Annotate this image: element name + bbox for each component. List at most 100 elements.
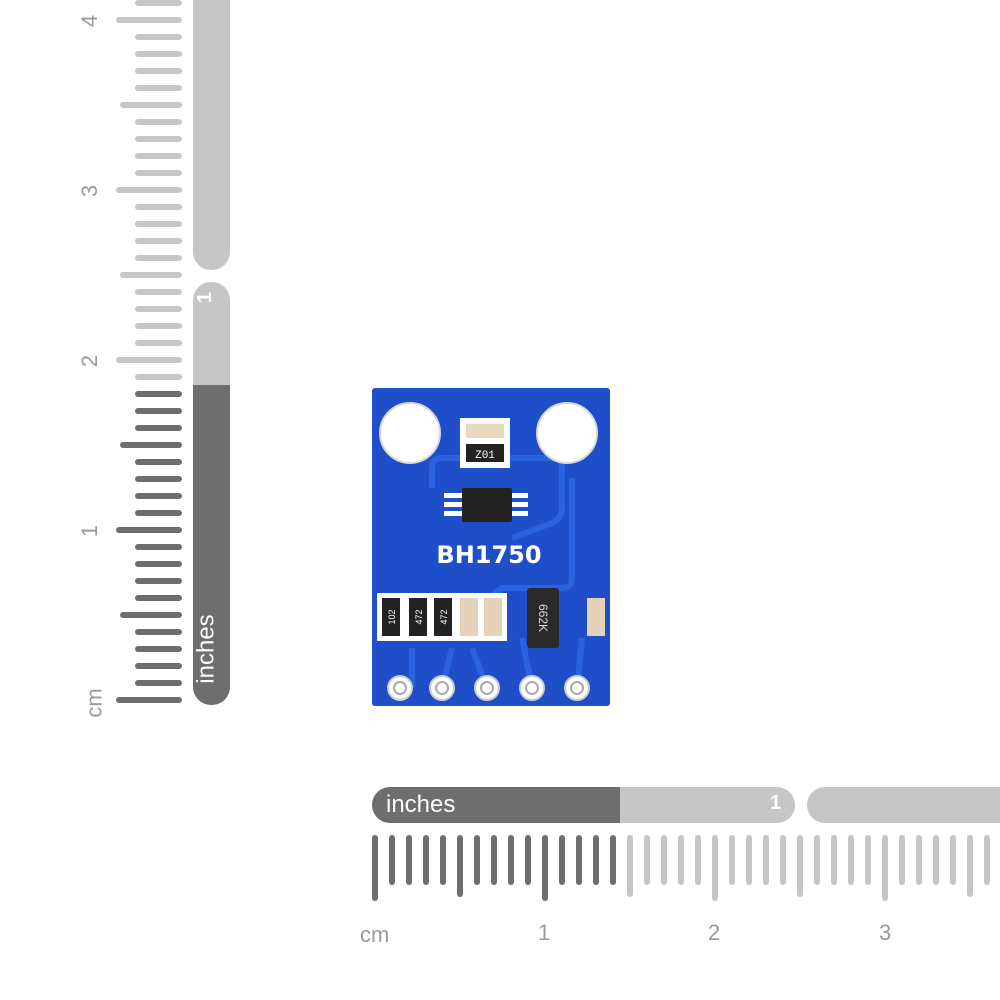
ruler-tick xyxy=(135,34,182,40)
left-inch-label-1: 1 xyxy=(194,291,217,304)
bottom-cm-label-3: 3 xyxy=(879,920,892,945)
ruler-tick xyxy=(135,459,182,465)
ruler-tick xyxy=(116,527,182,533)
left-cm-label-1: 1 xyxy=(77,524,103,538)
ruler-tick xyxy=(135,510,182,516)
ruler-tick xyxy=(542,835,548,901)
bottom-inch-bar-light-right xyxy=(807,787,1000,823)
left-inch-bar-light-top xyxy=(193,0,230,270)
ruler-tick xyxy=(950,835,956,885)
ruler-tick xyxy=(644,835,650,885)
ruler-tick xyxy=(135,425,182,431)
left-inch-bar-dark xyxy=(193,385,230,705)
resistors xyxy=(382,598,605,636)
ruler-tick xyxy=(120,272,182,278)
ruler-tick xyxy=(135,51,182,57)
left-cm-label-4: 4 xyxy=(77,14,103,28)
ruler-tick xyxy=(135,204,182,210)
label-662k: 662K xyxy=(536,604,550,632)
ruler-tick xyxy=(116,697,182,703)
ruler-tick xyxy=(135,646,182,652)
ruler-tick xyxy=(491,835,497,885)
ruler-tick xyxy=(135,408,182,414)
mounting-holes xyxy=(379,402,598,464)
ruler-tick xyxy=(135,221,182,227)
ruler-tick xyxy=(135,255,182,261)
ruler-tick xyxy=(610,835,616,885)
ruler-tick xyxy=(135,680,182,686)
left-inch-unit-label: inches xyxy=(192,614,220,684)
ruler-tick xyxy=(135,153,182,159)
ruler-tick xyxy=(135,544,182,550)
ruler-tick xyxy=(120,612,182,618)
ruler-tick xyxy=(116,187,182,193)
ruler-tick xyxy=(135,391,182,397)
ruler-tick xyxy=(525,835,531,885)
ruler-tick xyxy=(695,835,701,885)
label-472-a: 472 xyxy=(414,609,424,624)
bottom-inch-label-1: 1 xyxy=(770,792,782,814)
ruler-tick xyxy=(763,835,769,885)
ruler-tick xyxy=(135,476,182,482)
ruler-tick xyxy=(712,835,718,901)
ruler-tick xyxy=(661,835,667,885)
ruler-tick xyxy=(120,102,182,108)
ruler-tick xyxy=(135,0,182,6)
label-472-b: 472 xyxy=(439,609,449,624)
transistor xyxy=(527,588,559,648)
bottom-cm-label-1: 1 xyxy=(538,920,551,945)
ruler-tick xyxy=(967,835,973,897)
bottom-ruler: inches 1 cm 1 2 3 xyxy=(0,770,1000,970)
ruler-tick xyxy=(406,835,412,885)
chip-name-silkscreen: BH1750 xyxy=(436,541,541,569)
ruler-tick xyxy=(780,835,786,885)
sensor-chip xyxy=(444,488,528,522)
left-ruler: 1 inches cm 1 2 3 4 xyxy=(0,0,240,720)
ruler-tick xyxy=(814,835,820,885)
ruler-tick xyxy=(135,170,182,176)
bottom-inch-bar-dark xyxy=(372,787,622,823)
ruler-tick xyxy=(678,835,684,885)
left-cm-unit-label: cm xyxy=(81,688,107,718)
left-inch-bar-light xyxy=(193,282,230,392)
ruler-tick xyxy=(933,835,939,885)
ruler-tick xyxy=(135,238,182,244)
ruler-tick xyxy=(120,442,182,448)
ruler-tick xyxy=(116,17,182,23)
left-cm-label-2: 2 xyxy=(77,354,103,368)
ruler-tick xyxy=(423,835,429,885)
header-pins xyxy=(387,675,590,701)
label-z01: Z01 xyxy=(475,450,495,462)
ruler-tick xyxy=(882,835,888,901)
ruler-tick xyxy=(135,306,182,312)
ruler-tick xyxy=(135,85,182,91)
ruler-tick xyxy=(984,835,990,885)
ruler-tick xyxy=(135,68,182,74)
ruler-tick xyxy=(457,835,463,897)
ruler-tick xyxy=(848,835,854,885)
ruler-tick xyxy=(440,835,446,885)
ruler-tick xyxy=(135,663,182,669)
ruler-tick xyxy=(508,835,514,885)
ruler-tick xyxy=(372,835,378,901)
ruler-tick xyxy=(576,835,582,885)
ruler-tick xyxy=(135,374,182,380)
bottom-cm-label-2: 2 xyxy=(708,920,721,945)
bottom-cm-unit-label: cm xyxy=(360,922,390,947)
ruler-tick xyxy=(797,835,803,897)
ruler-tick xyxy=(627,835,633,897)
ruler-tick xyxy=(831,835,837,885)
ruler-tick xyxy=(135,323,182,329)
ruler-tick xyxy=(593,835,599,885)
ruler-tick xyxy=(474,835,480,885)
ruler-tick xyxy=(746,835,752,885)
ruler-tick xyxy=(389,835,395,885)
ruler-tick xyxy=(135,561,182,567)
ruler-tick xyxy=(899,835,905,885)
ruler-tick xyxy=(135,119,182,125)
bh1750-board: Z01 BH1750 102 472 472 662K xyxy=(372,388,610,706)
ruler-tick xyxy=(135,136,182,142)
ruler-tick xyxy=(135,340,182,346)
ruler-tick xyxy=(135,595,182,601)
ruler-tick xyxy=(135,629,182,635)
